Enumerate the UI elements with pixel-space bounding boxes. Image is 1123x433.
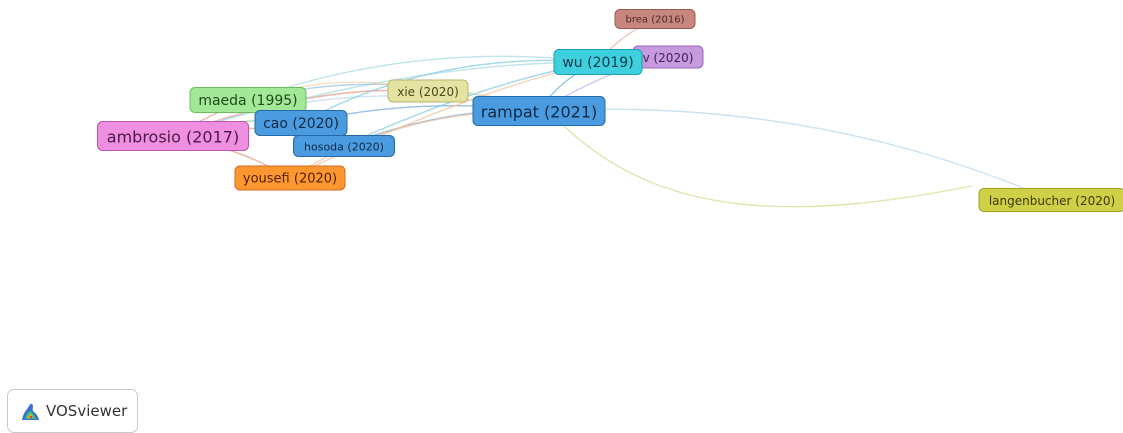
edge-rampat-langenbucher-long: [559, 121, 972, 207]
node-brea[interactable]: brea (2016): [615, 10, 695, 29]
node-label-xie: xie (2020): [397, 85, 459, 99]
node-label-brea: brea (2016): [626, 15, 685, 26]
node-cao[interactable]: cao (2020): [255, 111, 347, 136]
network-nodes: brea (2016) v (2020) wu (2019) xie (2020) ra…: [98, 10, 1123, 212]
node-label-v: v (2020): [643, 51, 694, 65]
node-maeda[interactable]: maeda (1995): [190, 88, 306, 113]
node-rampat[interactable]: rampat (2021): [473, 97, 605, 126]
edge-rampat-langenbucher: [539, 109, 1052, 200]
node-label-maeda: maeda (1995): [198, 93, 297, 109]
node-label-rampat: rampat (2021): [481, 103, 598, 122]
node-label-langenbucher: langenbucher (2020): [989, 194, 1115, 208]
node-langenbucher[interactable]: langenbucher (2020): [979, 189, 1123, 212]
vosviewer-logo-text: VOSviewer: [46, 402, 127, 420]
node-label-hosoda: hosoda (2020): [304, 141, 384, 154]
node-label-wu: wu (2019): [562, 55, 633, 71]
node-label-yousefi: yousefi (2020): [243, 172, 337, 187]
node-hosoda[interactable]: hosoda (2020): [294, 136, 395, 157]
node-ambrosio[interactable]: ambrosio (2017): [98, 122, 249, 151]
node-yousefi[interactable]: yousefi (2020): [235, 166, 345, 190]
vosviewer-logo-icon: [19, 400, 41, 422]
node-v[interactable]: v (2020): [633, 46, 703, 68]
node-label-cao: cao (2020): [263, 116, 339, 132]
vosviewer-logo[interactable]: VOSviewer: [7, 389, 138, 433]
node-label-ambrosio: ambrosio (2017): [107, 128, 239, 147]
node-xie[interactable]: xie (2020): [388, 80, 468, 102]
node-wu[interactable]: wu (2019): [554, 50, 642, 75]
